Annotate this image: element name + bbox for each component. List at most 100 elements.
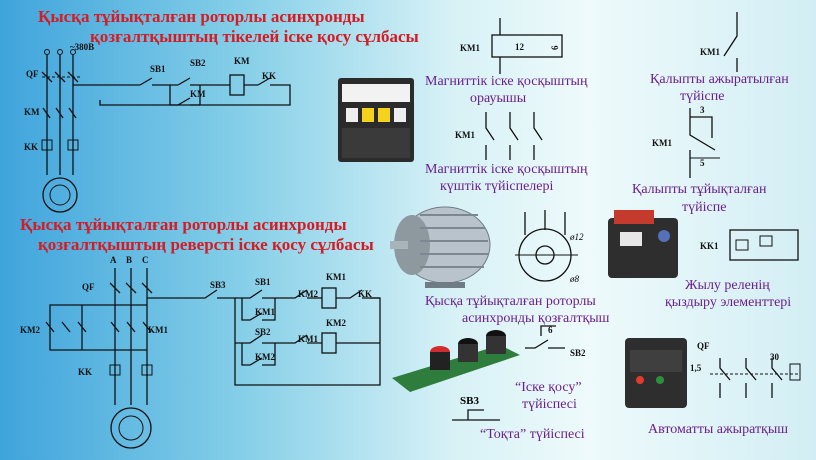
label-km2-hold: KM2 <box>255 352 275 362</box>
km1-power-contacts <box>110 321 152 333</box>
caption-coil-line2: орауышы <box>470 91 527 106</box>
kk-heater-2 <box>67 139 79 151</box>
caption-thermal-line1: Жылу реленің <box>685 278 770 293</box>
label-kk1: KK1 <box>700 241 719 251</box>
button-black-2-base <box>486 336 506 354</box>
button-black-1-base <box>458 344 478 362</box>
caption-stop: “Тоқта” түйіспесі <box>480 427 585 442</box>
dim-6: 6 <box>550 45 560 50</box>
title-reverse-line2: қозғалтқыштың реверсті іске қосу сұлбасы <box>38 235 374 254</box>
push-buttons: 6 SB2 “Іске қосу” түйіспесі SB3 “Тоқта” … <box>392 325 586 442</box>
nc-contact-sym-lines <box>689 108 716 178</box>
caption-coil-line1: Магниттік іске қосқыштың <box>425 74 588 89</box>
qf-breaker-reverse <box>109 282 153 294</box>
label-km-hold-direct: KM <box>190 89 206 99</box>
label-kk-direct: KK <box>24 142 38 152</box>
label-km2-interlock: KM2 <box>298 289 318 299</box>
label-km1-reverse: KM1 <box>148 325 168 335</box>
label-sb1-reverse: SB1 <box>255 277 271 287</box>
km-hold-contact-direct <box>169 85 201 106</box>
label-km2-coil: KM2 <box>326 318 346 328</box>
label-kk-contact-direct: KK <box>262 71 276 81</box>
km-power-contacts-direct <box>42 107 77 119</box>
coil-symbol: KM1 12 6 Магниттік іске қосқыштың орауыш… <box>425 18 588 106</box>
caption-breaker: Автоматты ажыратқыш <box>648 422 788 437</box>
thermal-relay: KK1 Жылу реленің қыздыру элементтері <box>608 210 799 310</box>
motor-fins <box>420 214 488 268</box>
dim-12: 12 <box>515 42 525 52</box>
caption-no-line1: Қалыпты ажыратылған <box>650 72 789 87</box>
button-red-base <box>430 352 450 370</box>
kk1-sym-element-1 <box>735 239 749 251</box>
label-kk-reverse: KK <box>78 367 92 377</box>
sb2-sym-lines <box>525 325 565 349</box>
motor-sym-leads <box>524 210 566 235</box>
breaker-body <box>625 338 687 408</box>
label-sb3-sym: SB3 <box>460 395 479 407</box>
motor-direct-inner <box>49 184 71 206</box>
phase-lines-direct <box>46 55 74 175</box>
qf-sym-box <box>789 363 801 381</box>
label-sb3-reverse: SB3 <box>210 280 226 290</box>
label-km1-coil-sym: KM1 <box>460 43 480 53</box>
label-sb2-direct: SB2 <box>190 58 206 68</box>
label-km1-interlock: KM1 <box>298 334 318 344</box>
label-qf-reverse: QF <box>82 282 95 292</box>
terminal-c <box>70 49 76 55</box>
relay-dial <box>658 230 670 242</box>
title-direct-line2: қозғалтқыштың тікелей іске қосу сұлбасы <box>90 27 419 46</box>
label-phase-a: A <box>110 255 117 265</box>
control-circuit-direct <box>73 77 291 106</box>
motor-reverse <box>110 407 152 449</box>
label-km1-power-sym: KM1 <box>455 130 475 140</box>
label-voltage: ~380B <box>70 42 94 52</box>
label-kk-contact-reverse: KK <box>358 289 372 299</box>
caption-start-line1: “Іске қосу” <box>515 380 582 395</box>
label-km-direct: KM <box>24 107 40 117</box>
control-frame-reverse <box>147 289 381 386</box>
caption-nc-line1: Қалыпты тұйықталған <box>632 182 767 197</box>
dim-phi8: ø8 <box>569 274 580 284</box>
starter-base <box>342 128 410 158</box>
breaker-panel <box>630 350 682 372</box>
breaker-red-button <box>636 376 644 384</box>
label-sb2-sym: SB2 <box>570 348 586 358</box>
label-km1-nc-sym: KM1 <box>652 138 672 148</box>
dim-phi12: ø12 <box>569 232 584 242</box>
title-reverse-line1: Қысқа тұйықталған роторлы асинхронды <box>20 215 347 234</box>
reverse-branch <box>235 334 380 344</box>
dim-30: 30 <box>770 352 780 362</box>
starter-terminal-3 <box>378 108 390 122</box>
phase-lines-reverse <box>114 268 148 405</box>
caption-start-line2: түйіспесі <box>522 397 577 412</box>
coil-sym-box <box>491 34 563 58</box>
relay-body <box>608 218 678 278</box>
kk-heater-1 <box>41 139 53 151</box>
motor-symbol: ø12 ø8 Қысқа тұйықталған роторлы асинхро… <box>425 210 610 326</box>
motor-direct <box>42 177 78 213</box>
caption-nc-line2: түйіспе <box>682 200 726 215</box>
terminal-a <box>44 49 50 55</box>
reverse-start-circuit: A B C QF KM2 KM1 KK SB3 SB1 SB2 KM1 KM2 … <box>20 255 381 449</box>
power-contacts-sym-lines <box>485 112 543 160</box>
label-qf-breaker: QF <box>697 341 710 351</box>
title-direct-line1: Қысқа тұйықталған роторлы асинхронды <box>38 7 365 26</box>
no-contact-sym-lines <box>723 12 738 72</box>
nc-contact-symbol: KM1 3 5 Қалыпты тұйықталған түйіспе <box>632 105 767 215</box>
label-sb2-reverse: SB2 <box>255 327 271 337</box>
qf-sym-lines <box>719 358 783 398</box>
starter-terminal-2 <box>362 108 374 122</box>
label-qf-direct: QF <box>26 69 39 79</box>
km-coil-direct <box>229 74 245 96</box>
km1-coil <box>321 287 337 309</box>
label-km1-no-sym: KM1 <box>700 47 720 57</box>
km2-power-contacts <box>45 321 87 333</box>
km2-coil <box>321 332 337 354</box>
motor-endcap <box>394 215 430 275</box>
terminal-b <box>57 49 63 55</box>
motor-picture <box>390 206 491 288</box>
magnetic-starter-picture <box>338 78 414 162</box>
direct-start-circuit: ~380B QF KM KK SB1 SB2 KM KK KM <box>24 42 291 213</box>
